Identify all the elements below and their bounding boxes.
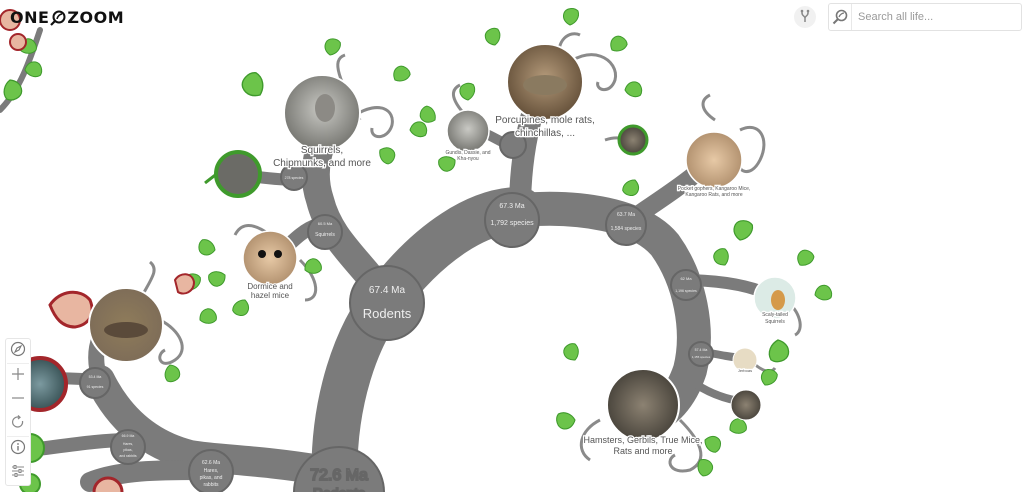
svg-text:Chipmunks, and more: Chipmunks, and more (273, 158, 371, 169)
svg-text:and rabbits: and rabbits (119, 454, 137, 458)
svg-text:Jerboas: Jerboas (738, 368, 752, 373)
svg-text:1,155 species: 1,155 species (692, 355, 711, 359)
svg-text:Gundis, Dassie, and: Gundis, Dassie, and (445, 150, 490, 156)
node-rodents[interactable]: 67.4 Ma Rodents (349, 265, 425, 341)
onezoom-logo[interactable]: ONE ZOOM (10, 8, 124, 27)
svg-text:pikas, and: pikas, and (200, 475, 223, 481)
svg-text:Porcupines, mole rats,: Porcupines, mole rats, (495, 115, 595, 126)
threatened-node-bottom[interactable] (92, 476, 124, 492)
porcupines-photo[interactable] (506, 43, 584, 121)
svg-text:57.4 Ma: 57.4 Ma (695, 348, 708, 352)
svg-text:Kha-nyou: Kha-nyou (457, 156, 479, 162)
svg-text:Rodents: Rodents (313, 485, 365, 492)
svg-text:Rats and more: Rats and more (613, 446, 672, 456)
jerboas-photo[interactable] (732, 347, 758, 373)
search-icon (829, 4, 852, 30)
svg-text:pikas,: pikas, (123, 448, 132, 452)
zoom-in-button[interactable] (6, 364, 30, 388)
svg-text:rabbits: rabbits (203, 482, 219, 488)
svg-text:91 species: 91 species (87, 385, 104, 389)
info-icon (10, 439, 26, 460)
mountain-beaver-photo[interactable] (617, 124, 649, 156)
settings-button[interactable] (6, 461, 30, 485)
interior-nodes: 72.6 Ma Rodents 67.4 Ma Rodents 60.5 Ma … (79, 131, 714, 492)
scaly-tailed-photo[interactable] (753, 276, 797, 320)
fork-icon (799, 9, 811, 26)
muroid-photo-small[interactable] (730, 389, 762, 421)
threatened-leaves (0, 9, 196, 329)
hare-photo[interactable] (88, 287, 164, 363)
svg-text:66.9 Ma: 66.9 Ma (122, 434, 135, 438)
node-porcupines[interactable] (499, 131, 527, 159)
refresh-icon (11, 414, 25, 434)
compass-button[interactable] (6, 339, 30, 363)
logo-text-zoom: ZOOM (67, 8, 125, 27)
photo-nodes (12, 43, 797, 492)
beaver-photo[interactable] (204, 150, 262, 198)
node-91-species[interactable]: 53.4 Ma 91 species (79, 367, 111, 399)
svg-text:278 species: 278 species (285, 176, 304, 180)
reset-button[interactable] (6, 412, 30, 436)
magnifier-leaf-icon (50, 10, 66, 26)
hamsters-photo[interactable] (606, 368, 680, 442)
svg-text:62 Ma: 62 Ma (680, 276, 692, 281)
pocket-gophers-photo[interactable] (685, 131, 743, 189)
node-rodents-root[interactable]: 72.6 Ma Rodents (293, 446, 385, 492)
search-input[interactable] (852, 10, 1010, 24)
svg-text:Scaly-tailed: Scaly-tailed (762, 312, 788, 318)
svg-text:Hares,: Hares, (123, 442, 133, 446)
svg-text:62.6 Ma: 62.6 Ma (202, 460, 220, 466)
svg-text:1,196 species: 1,196 species (675, 289, 697, 293)
svg-text:Squirrels: Squirrels (765, 319, 785, 325)
node-1792-species[interactable]: 67.3 Ma 1,792 species (484, 192, 540, 248)
logo-text-one: ONE (10, 8, 50, 27)
svg-text:63.7 Ma: 63.7 Ma (617, 212, 635, 218)
info-button[interactable] (6, 437, 30, 461)
svg-text:Hares,: Hares, (204, 468, 219, 474)
sliders-icon (11, 464, 25, 483)
svg-text:Pocket gophers, Kangaroo Mice,: Pocket gophers, Kangaroo Mice, (678, 186, 751, 192)
svg-text:Squirrels,: Squirrels, (301, 145, 343, 156)
svg-text:67.4 Ma: 67.4 Ma (369, 285, 406, 296)
node-hares-pikas-rabbits[interactable]: 66.9 Ma Hares, pikas, and rabbits (110, 429, 146, 465)
svg-text:1,792 species: 1,792 species (490, 220, 534, 227)
svg-text:Squirrels: Squirrels (315, 232, 335, 238)
svg-text:72.6 Ma: 72.6 Ma (310, 467, 368, 484)
node-62-6-ma[interactable]: 62.6 Ma Hares, pikas, and rabbits (188, 449, 234, 492)
svg-text:67.3 Ma: 67.3 Ma (499, 203, 524, 210)
svg-text:hazel mice: hazel mice (251, 291, 290, 300)
svg-text:1,584 species: 1,584 species (611, 226, 642, 232)
svg-text:Hamsters, Gerbils, True Mice,: Hamsters, Gerbils, True Mice, (583, 435, 702, 445)
zoom-out-button[interactable] (6, 388, 30, 412)
clade-labels: Squirrels, Chipmunks, and more Porcupine… (246, 114, 789, 458)
svg-text:chinchillas, ...: chinchillas, ... (515, 128, 575, 139)
map-controls (5, 338, 31, 486)
dormice-photo[interactable] (242, 230, 298, 286)
minus-icon (11, 391, 25, 410)
svg-text:Kangaroo Rats, and more: Kangaroo Rats, and more (685, 192, 742, 198)
svg-text:Dormice and: Dormice and (247, 282, 292, 291)
node-1196-species[interactable]: 62 Ma 1,196 species (670, 269, 702, 301)
node-1155-species[interactable]: 57.4 Ma 1,155 species (688, 341, 714, 367)
node-squirrels[interactable]: 60.5 Ma Squirrels (307, 214, 343, 250)
node-1584-species[interactable]: 63.7 Ma 1,584 species (605, 204, 647, 246)
node-squirrels-species[interactable]: 278 species (280, 163, 308, 191)
plus-icon (11, 367, 25, 386)
svg-text:53.4 Ma: 53.4 Ma (89, 375, 102, 379)
squirrels-photo[interactable] (283, 74, 361, 152)
svg-text:Rodents: Rodents (363, 306, 412, 321)
tree-view-button[interactable] (794, 6, 816, 28)
compass-icon (10, 341, 26, 362)
subtree-spirals (138, 32, 802, 473)
gundis-photo[interactable] (446, 109, 490, 153)
svg-text:60.5 Ma: 60.5 Ma (318, 221, 333, 226)
search-box[interactable] (828, 3, 1022, 31)
